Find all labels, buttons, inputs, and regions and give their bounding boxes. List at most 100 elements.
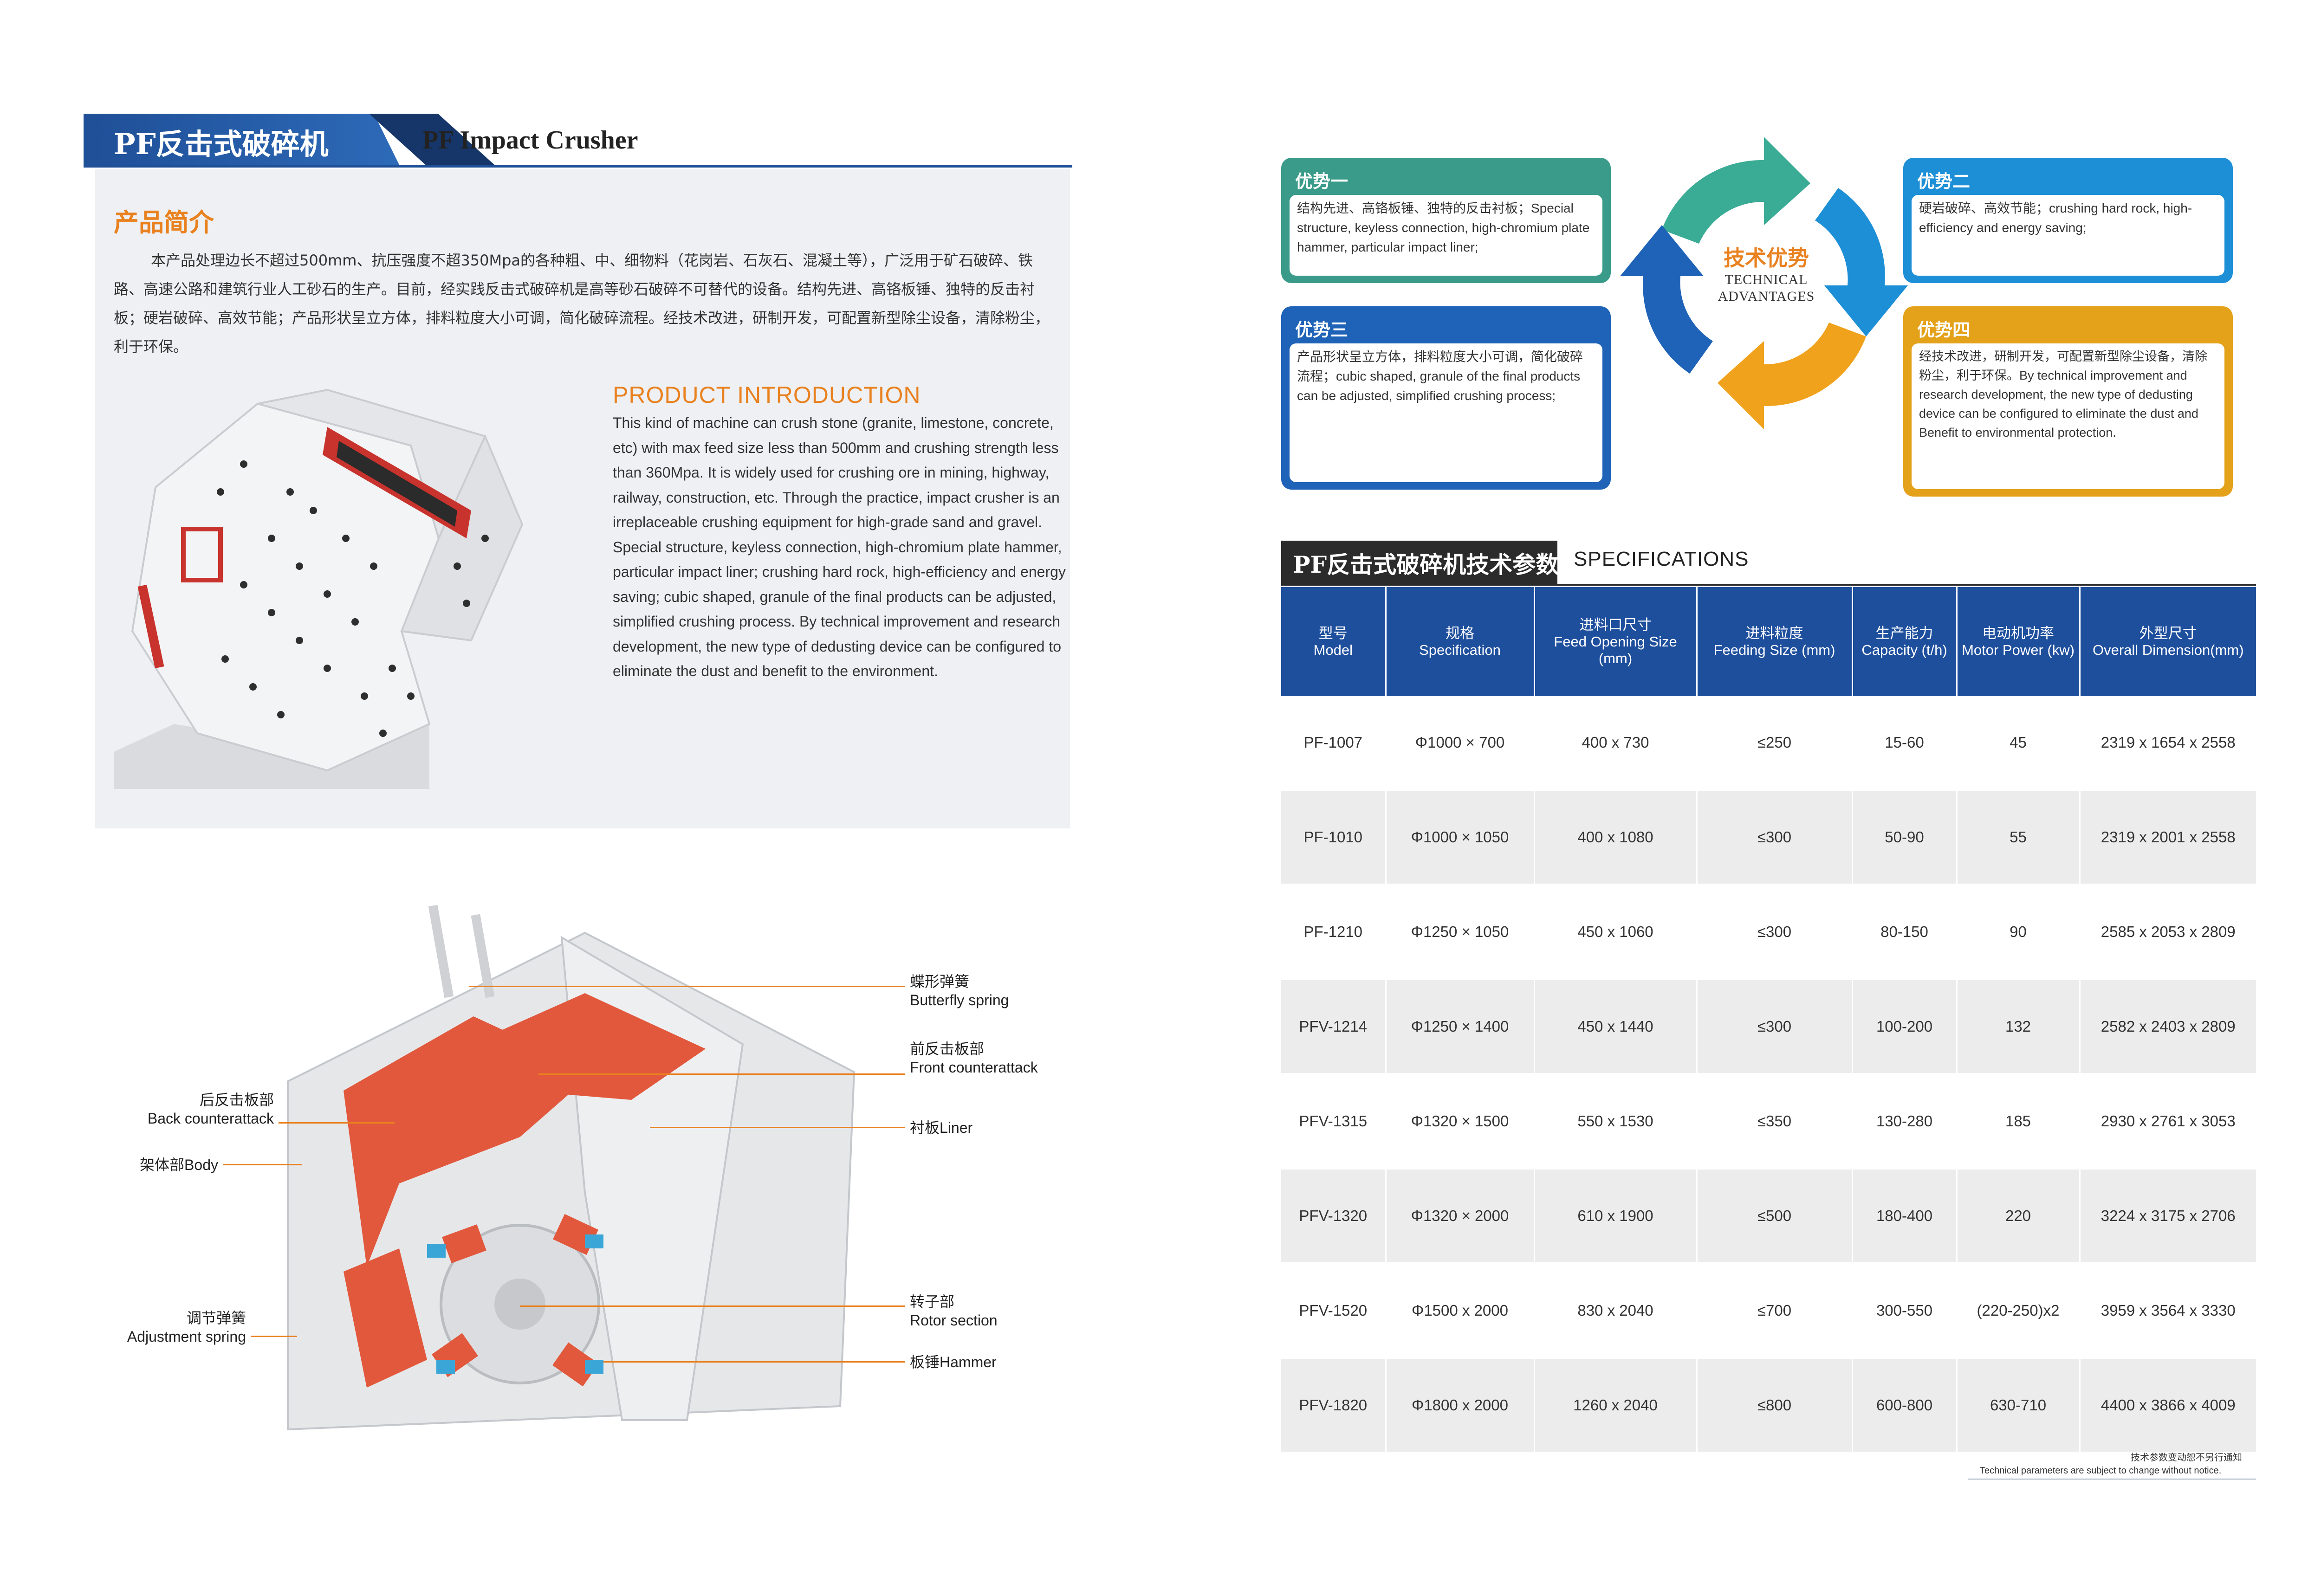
label-hammer: 板锤Hammer xyxy=(910,1354,997,1370)
table-cell: PFV-1820 xyxy=(1281,1358,1387,1454)
table-cell: ≤800 xyxy=(1697,1358,1853,1454)
table-cell: 2319 x 1654 x 2558 xyxy=(2080,696,2256,791)
label-rotor-section-cn: 转子部 xyxy=(910,1293,955,1310)
table-header-en: Feeding Size (mm) xyxy=(1713,641,1835,658)
label-back-counterattack-en: Back counterattack xyxy=(147,1110,274,1127)
table-cell: 2319 x 2001 x 2558 xyxy=(2080,790,2256,885)
table-cell: 300-550 xyxy=(1852,1263,1958,1359)
page-title-cn: PF反击式破碎机 xyxy=(114,127,329,161)
table-cell: 50-90 xyxy=(1852,790,1958,885)
label-front-counterattack: 前反击板部 Front counterattack xyxy=(910,1040,1038,1077)
table-cell: Φ1320 × 1500 xyxy=(1386,1074,1535,1170)
table-cell: 550 x 1530 xyxy=(1534,1074,1698,1170)
cycle-title-en: TECHNICAL ADVANTAGES xyxy=(1718,272,1815,304)
table-cell: 180-400 xyxy=(1852,1169,1958,1264)
table-cell: ≤500 xyxy=(1697,1169,1853,1264)
table-cell: PF-1210 xyxy=(1281,885,1387,980)
advantage-card-text: 结构先进、高铬板锤、独特的反击衬板；Special structure, key… xyxy=(1290,195,1602,276)
advantage-card-text: 经技术改进，研制开发，可配置新型除尘设备，清除粉尘，利于环保。By techni… xyxy=(1912,343,2224,489)
table-header-cn: 规格 xyxy=(1446,625,1474,641)
table-cell: Φ1000 × 1050 xyxy=(1386,790,1535,885)
table-header-cn: 进料粒度 xyxy=(1745,625,1803,641)
label-adjustment-spring: 调节弹簧 Adjustment spring xyxy=(102,1309,246,1346)
label-back-counterattack: 后反击板部 Back counterattack xyxy=(125,1091,274,1128)
table-header-en: Capacity (t/h) xyxy=(1861,641,1947,658)
table-cell: 15-60 xyxy=(1852,696,1958,791)
advantage-card-title: 优势四 xyxy=(1917,321,1971,340)
table-cell: 90 xyxy=(1957,885,2081,980)
table-cell: PFV-1315 xyxy=(1281,1074,1387,1170)
table-cell: Φ1250 × 1400 xyxy=(1386,979,1535,1075)
leader-line xyxy=(650,1127,905,1128)
table-cell: 45 xyxy=(1957,696,2081,791)
table-header-en: Model xyxy=(1313,641,1353,658)
table-cell: 132 xyxy=(1957,979,2081,1075)
label-liner: 衬板Liner xyxy=(910,1119,973,1136)
advantage-card-title: 优势二 xyxy=(1917,172,1971,192)
crusher-cutaway-diagram xyxy=(287,905,856,1431)
label-adjustment-spring-en: Adjustment spring xyxy=(127,1328,246,1345)
table-cell: ≤300 xyxy=(1697,790,1853,885)
table-cell: ≤250 xyxy=(1697,696,1853,791)
advantage-card-title: 优势三 xyxy=(1295,321,1349,340)
leader-line xyxy=(520,1305,905,1307)
table-header-en: Motor Power (kw) xyxy=(1962,641,2075,658)
advantage-card-text: 产品形状呈立方体，排料粒度大小可调，简化破碎流程；cubic shaped, g… xyxy=(1290,343,1602,482)
table-cell: Φ1000 × 700 xyxy=(1386,696,1535,791)
leader-line xyxy=(251,1336,297,1337)
table-cell: Φ1250 × 1050 xyxy=(1386,885,1535,980)
table-cell: PF-1007 xyxy=(1281,696,1387,791)
label-front-counterattack-en: Front counterattack xyxy=(910,1059,1038,1076)
table-cell: 630-710 xyxy=(1957,1358,2081,1454)
table-cell: 3224 x 3175 x 2706 xyxy=(2080,1169,2256,1264)
intro-en-heading: PRODUCT INTRODUCTION xyxy=(613,382,921,408)
advantage-card-1: 优势一 结构先进、高铬板锤、独特的反击衬板；Special structure,… xyxy=(1281,158,1611,283)
table-cell: ≤350 xyxy=(1697,1074,1853,1170)
label-back-counterattack-cn: 后反击板部 xyxy=(199,1092,274,1108)
leader-line xyxy=(279,1122,395,1124)
label-butterfly-spring-en: Butterfly spring xyxy=(910,992,1009,1008)
table-cell: PF-1010 xyxy=(1281,790,1387,885)
table-cell: Φ1320 × 2000 xyxy=(1386,1169,1535,1264)
spec-note-cn: 技术参数变动恕不另行通知 xyxy=(2131,1452,2242,1463)
table-cell: 3959 x 3564 x 3330 xyxy=(2080,1263,2256,1359)
table-cell: Φ1800 x 2000 xyxy=(1386,1358,1535,1454)
table-cell: 400 x 730 xyxy=(1534,696,1698,791)
table-header-cn: 外型尺寸 xyxy=(2139,625,2197,641)
label-butterfly-spring-cn: 蝶形弹簧 xyxy=(910,973,970,990)
advantage-card-4: 优势四 经技术改进，研制开发，可配置新型除尘设备，清除粉尘，利于环保。By te… xyxy=(1903,306,2233,497)
table-cell: 100-200 xyxy=(1852,979,1958,1075)
table-cell: 610 x 1900 xyxy=(1534,1169,1698,1264)
table-cell: 185 xyxy=(1957,1074,2081,1170)
spec-heading-cn-box: PF反击式破碎机技术参数 xyxy=(1281,541,1559,585)
spec-heading-cn: PF反击式破碎机技术参数 xyxy=(1293,551,1559,578)
table-cell: PFV-1320 xyxy=(1281,1169,1387,1264)
label-rotor-section: 转子部 Rotor section xyxy=(910,1292,998,1330)
title-banner xyxy=(84,114,399,165)
leader-line xyxy=(223,1164,302,1165)
label-adjustment-spring-cn: 调节弹簧 xyxy=(186,1310,246,1326)
table-cell: ≤300 xyxy=(1697,979,1853,1075)
label-body: 架体部Body xyxy=(140,1157,218,1173)
table-cell: 400 x 1080 xyxy=(1534,790,1698,885)
table-cell: 130-280 xyxy=(1852,1074,1958,1170)
advantage-card-title: 优势一 xyxy=(1295,172,1349,192)
table-cell: 450 x 1440 xyxy=(1534,979,1698,1075)
label-front-counterattack-cn: 前反击板部 xyxy=(910,1040,985,1057)
